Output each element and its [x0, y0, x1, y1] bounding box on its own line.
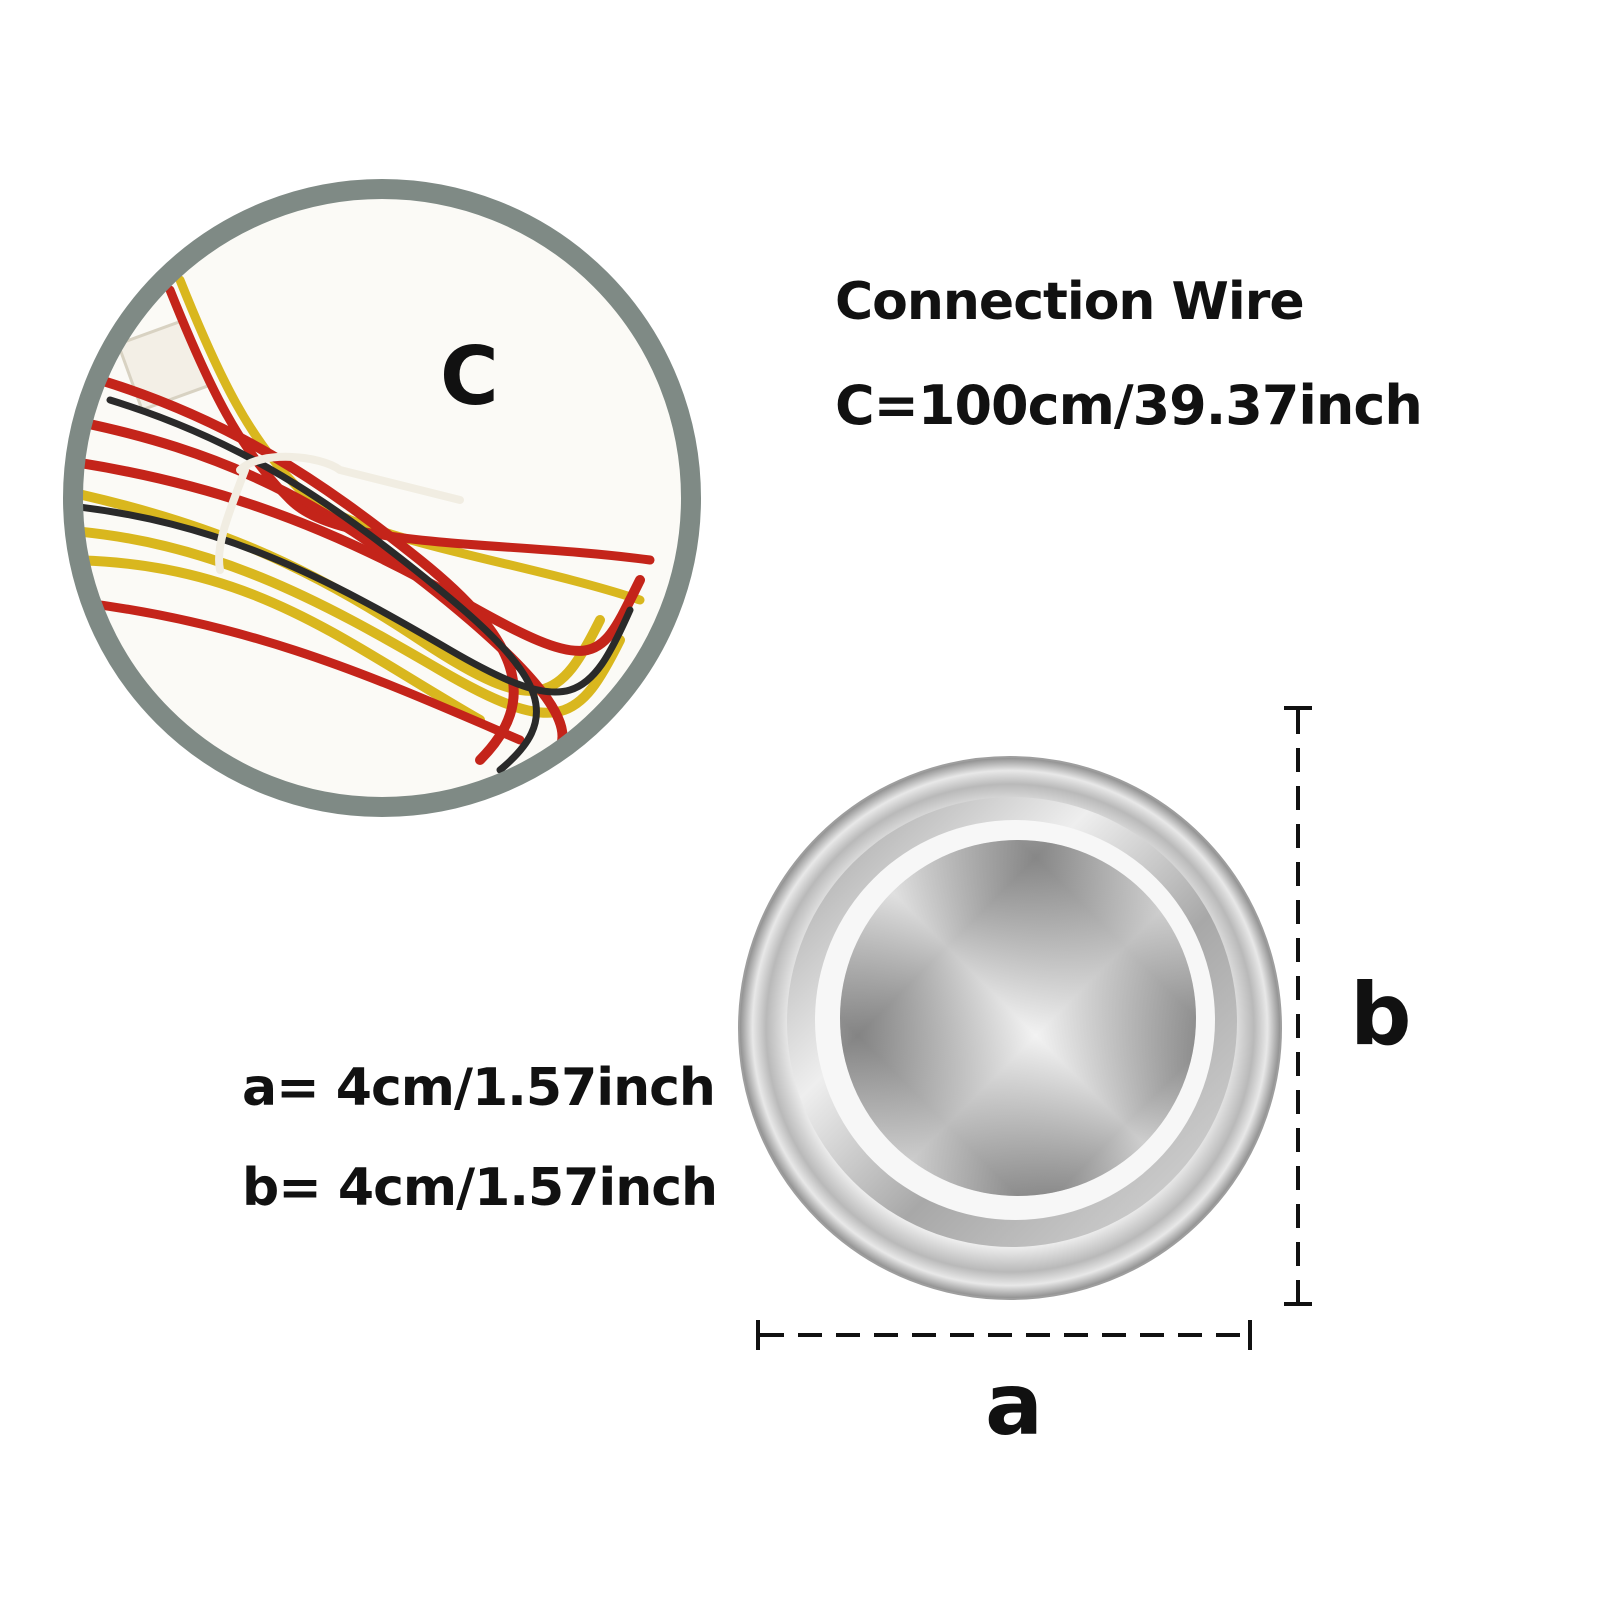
- dimension-line-b: [1284, 706, 1312, 1306]
- dimension-a-label: a: [985, 1355, 1044, 1455]
- dimension-b-label: b: [1350, 965, 1412, 1065]
- dimension-line-a: [756, 1320, 1252, 1350]
- wire-photo: [63, 179, 701, 817]
- photo-frame-ring: [63, 179, 701, 817]
- push-button-image: [738, 756, 1282, 1300]
- cable-tie: [236, 452, 464, 504]
- wire-photo-label: C: [440, 330, 499, 423]
- wire-title: Connection Wire: [835, 272, 1305, 332]
- dimension-b-spec: b= 4cm/1.57inch: [242, 1158, 718, 1218]
- dimension-a-spec: a= 4cm/1.57inch: [242, 1058, 716, 1118]
- wire-length-spec: C=100cm/39.37inch: [835, 374, 1423, 437]
